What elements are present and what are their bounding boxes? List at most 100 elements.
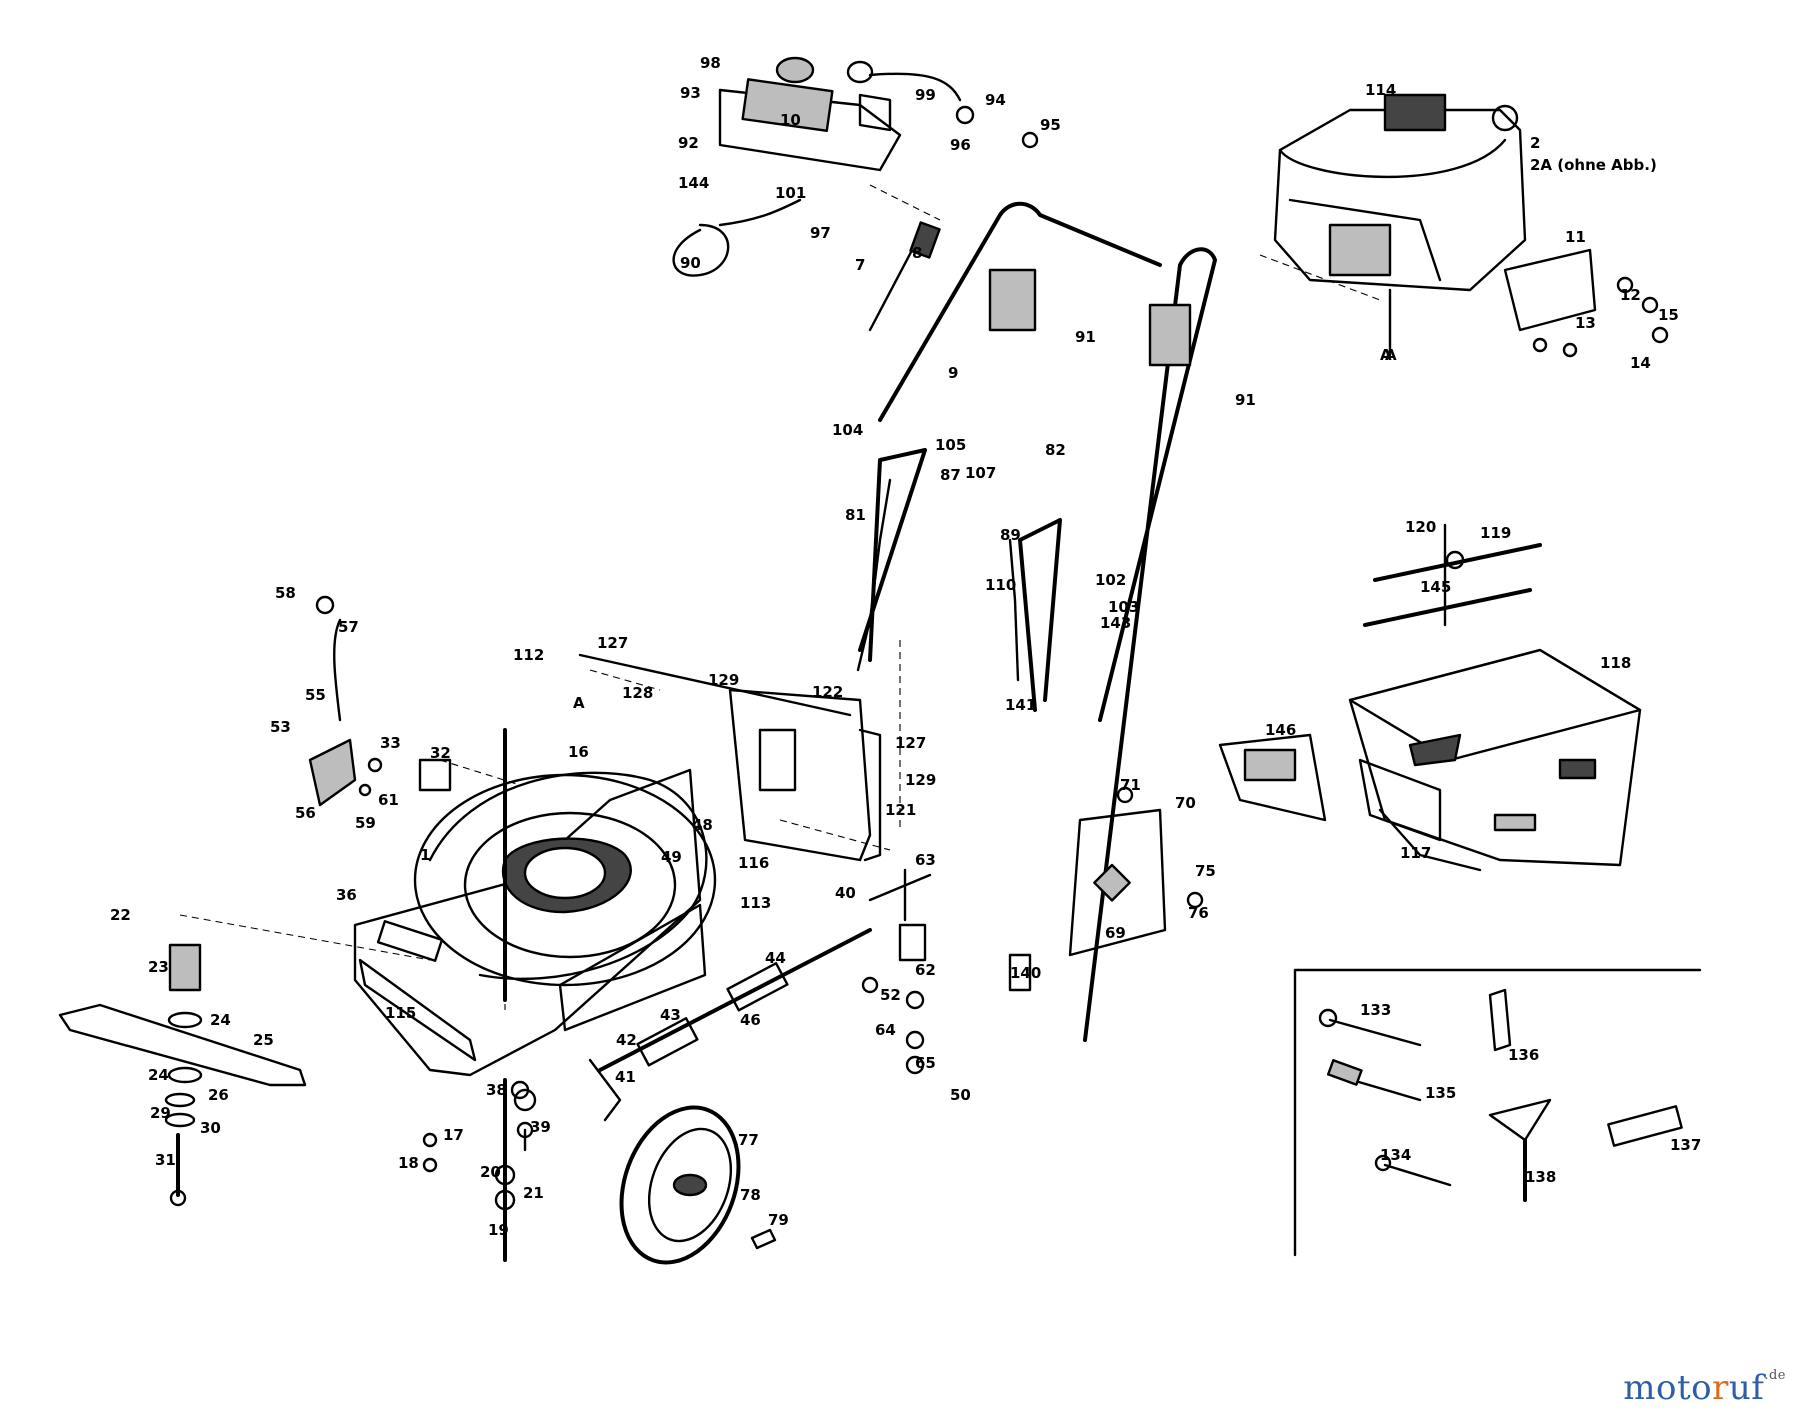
callout-A: A	[573, 694, 585, 712]
callout-145: 145	[1420, 578, 1451, 596]
callout-56: 56	[295, 804, 316, 822]
deck-bolts	[422, 728, 537, 1262]
callout-14: 14	[1630, 354, 1651, 372]
callout-49: 49	[661, 848, 682, 866]
callout-87: 87	[940, 466, 961, 484]
callout-96: 96	[950, 136, 971, 154]
callout-90: 90	[680, 254, 701, 272]
callout-53: 53	[270, 718, 291, 736]
callout-140: 140	[1010, 964, 1041, 982]
callout-133: 133	[1360, 1001, 1391, 1019]
callout-41: 41	[615, 1068, 636, 1086]
callout-70: 70	[1175, 794, 1196, 812]
callout-24: 24	[210, 1011, 231, 1029]
callout-58: 58	[275, 584, 296, 602]
height-adjuster-left	[308, 595, 452, 807]
callout-33: 33	[380, 734, 401, 752]
callout-135: 135	[1425, 1084, 1456, 1102]
watermark-part-a: moto	[1623, 1368, 1713, 1408]
callout-23: 23	[148, 958, 169, 976]
mower-deck	[353, 768, 717, 1077]
callout-119: 119	[1480, 524, 1511, 542]
callout-127: 127	[597, 634, 628, 652]
callout-121: 121	[885, 801, 916, 819]
callout-11: 11	[1565, 228, 1586, 246]
callout-59: 59	[355, 814, 376, 832]
callout-128: 128	[622, 684, 653, 702]
callout-10: 10	[780, 111, 801, 129]
control-box	[718, 56, 1039, 172]
callout-115: 115	[385, 1004, 416, 1022]
engine-bracket	[1503, 248, 1669, 358]
callout-A: A	[1380, 346, 1392, 364]
mower-handle	[856, 201, 1217, 1042]
callout-134: 134	[1380, 1146, 1411, 1164]
callout-77: 77	[738, 1131, 759, 1149]
callout-62: 62	[915, 961, 936, 979]
callout-43: 43	[660, 1006, 681, 1024]
throttle-cable	[672, 198, 941, 332]
callout-48: 48	[692, 816, 713, 834]
callout-102: 102	[1095, 571, 1126, 589]
callout-89: 89	[1000, 526, 1021, 544]
callout-16: 16	[568, 743, 589, 761]
callout-69: 69	[1105, 924, 1126, 942]
callout-29: 29	[150, 1104, 171, 1122]
callout-A: A	[1385, 346, 1397, 364]
callout-13: 13	[1575, 314, 1596, 332]
callout-63: 63	[915, 851, 936, 869]
callout-138: 138	[1525, 1168, 1556, 1186]
callout-40: 40	[835, 884, 856, 902]
callout-101: 101	[775, 184, 806, 202]
callout-91: 91	[1235, 391, 1256, 409]
callout-129: 129	[708, 671, 739, 689]
callout-65: 65	[915, 1054, 936, 1072]
callout-112: 112	[513, 646, 544, 664]
callout-97: 97	[810, 224, 831, 242]
rear-flap	[578, 653, 882, 862]
callout-79: 79	[768, 1211, 789, 1229]
callout-129: 129	[905, 771, 936, 789]
callout-36: 36	[336, 886, 357, 904]
blade-assembly	[58, 943, 307, 1207]
callout-75: 75	[1195, 862, 1216, 880]
callout-42: 42	[616, 1031, 637, 1049]
rear-axle-parts	[861, 868, 932, 1075]
tools-box	[1293, 968, 1702, 1257]
watermark-part-c: uf	[1728, 1368, 1765, 1408]
callout-107: 107	[965, 464, 996, 482]
callout-95: 95	[1040, 116, 1061, 134]
catcher-handle	[1218, 733, 1327, 822]
callout-38: 38	[486, 1081, 507, 1099]
callout-30: 30	[200, 1119, 221, 1137]
callout-92: 92	[678, 134, 699, 152]
callout-18: 18	[398, 1154, 419, 1172]
callout-labels: 1AA7891112131415161718192021222324252426…	[110, 54, 1701, 1239]
callout-104: 104	[832, 421, 863, 439]
callout-105: 105	[935, 436, 966, 454]
callout-120: 120	[1405, 518, 1436, 536]
callout-94: 94	[985, 91, 1006, 109]
callout-64: 64	[875, 1021, 896, 1039]
callout-44: 44	[765, 949, 786, 967]
callout-103: 103	[1108, 598, 1139, 616]
engine-label-1: 2	[1530, 134, 1540, 152]
callout-7: 7	[855, 256, 865, 274]
front-wheel	[619, 1105, 777, 1265]
leader-lines	[179, 184, 1381, 1010]
tools	[1318, 988, 1683, 1202]
front-axle	[510, 928, 872, 1122]
watermark-part-d: .de	[1764, 1368, 1786, 1383]
callout-136: 136	[1508, 1046, 1539, 1064]
callout-24: 24	[148, 1066, 169, 1084]
callout-31: 31	[155, 1151, 176, 1169]
callout-98: 98	[700, 54, 721, 72]
callout-9: 9	[948, 364, 958, 382]
callout-8: 8	[912, 244, 922, 262]
callout-116: 116	[738, 854, 769, 872]
callout-19: 19	[488, 1221, 509, 1239]
callout-82: 82	[1045, 441, 1066, 459]
callout-146: 146	[1265, 721, 1296, 739]
callout-15: 15	[1658, 306, 1679, 324]
